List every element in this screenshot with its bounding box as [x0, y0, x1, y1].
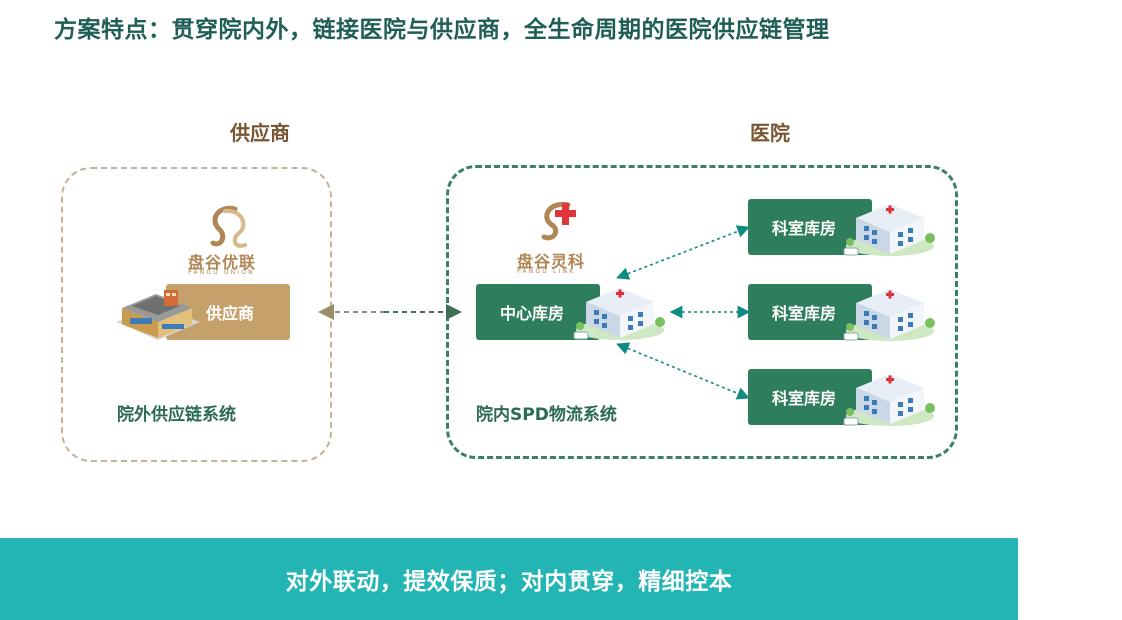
- supplier-logo-subtitle: PANGU UNION: [188, 269, 255, 276]
- hospital-system-label: 院内SPD物流系统: [476, 405, 617, 425]
- department-warehouse-label: 科室库房: [772, 389, 837, 408]
- department-warehouse-label: 科室库房: [772, 219, 837, 238]
- hospital-building-icon: [843, 204, 935, 256]
- page-title: 方案特点：贯穿院内外，链接医院与供应商，全生命周期的医院供应链管理: [54, 17, 830, 43]
- warehouse-building-icon: [116, 290, 200, 340]
- hospital-logo-subtitle: PANGU LINK: [517, 268, 576, 275]
- department-warehouse-node[interactable]: 科室库房: [748, 369, 872, 425]
- hospital-building-icon: [573, 288, 665, 340]
- hospital-building-icon: [843, 374, 935, 426]
- hospital-building-icon: [843, 289, 935, 341]
- supplier-node-label: 供应商: [206, 304, 255, 323]
- bottom-banner-text: 对外联动，提效保质；对内贯穿，精细控本: [285, 569, 733, 595]
- bottom-banner: 对外联动，提效保质；对内贯穿，精细控本: [0, 538, 1018, 620]
- supplier-system-label: 院外供应链系统: [117, 405, 236, 425]
- pangu-union-logo-icon: [210, 205, 247, 248]
- hospital-section-label: 医院: [750, 121, 790, 145]
- supplier-logo-name: 盘谷优联: [188, 253, 257, 272]
- pangu-link-logo-icon: [541, 201, 576, 241]
- center-to-dept-arrow-top: [616, 225, 750, 280]
- department-warehouse-label: 科室库房: [772, 304, 837, 323]
- supplier-section-label: 供应商: [230, 121, 290, 145]
- hospital-logo-name: 盘谷灵科: [517, 252, 586, 271]
- central-warehouse-label: 中心库房: [500, 304, 565, 323]
- center-to-dept-arrow-bottom: [616, 342, 750, 400]
